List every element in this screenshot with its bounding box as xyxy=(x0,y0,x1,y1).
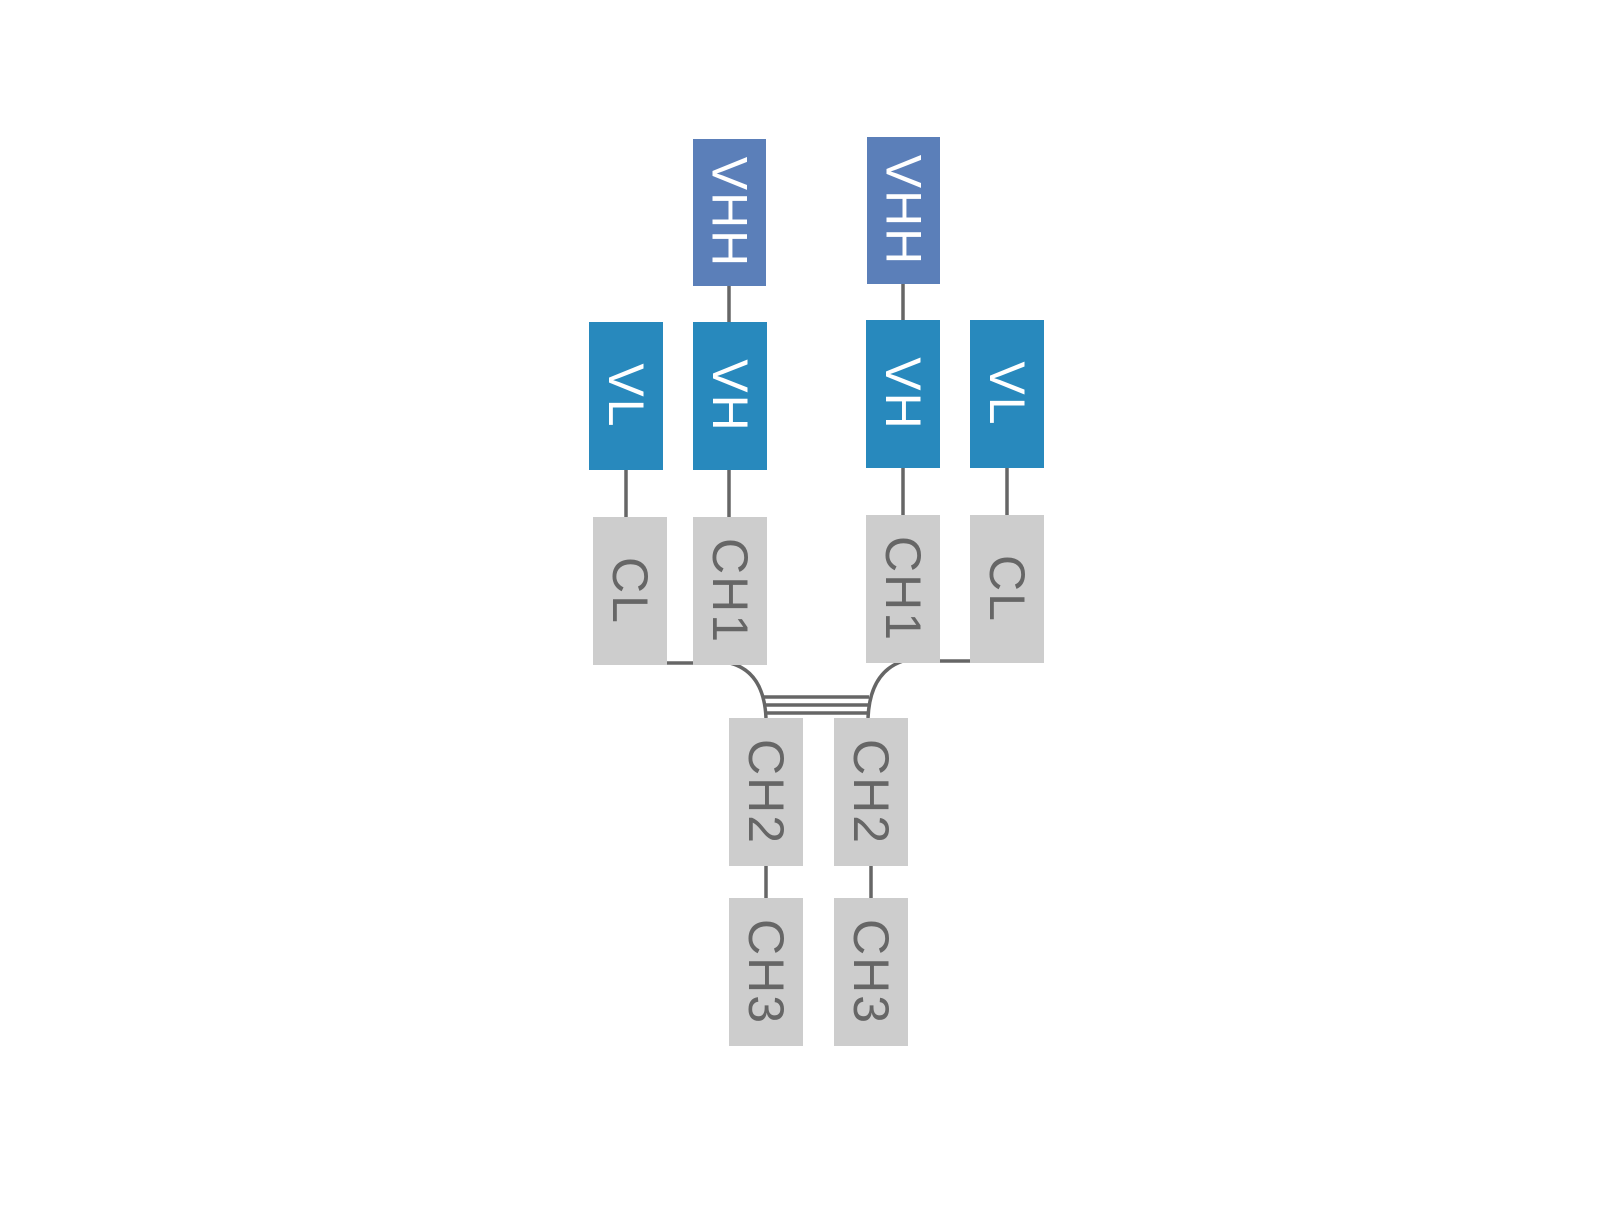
left-ch1-domain: CH1 xyxy=(693,517,767,665)
right-ch3-domain: CH3 xyxy=(834,898,908,1046)
left-cl-domain: CL xyxy=(593,517,667,665)
left-vl-label: VL xyxy=(598,363,654,428)
hinge-right-curve xyxy=(866,659,904,719)
right-vh-label: VH xyxy=(875,357,931,430)
right-vhh-label: VHH xyxy=(876,155,932,267)
right-cl-domain: CL xyxy=(970,515,1044,663)
left-vhh-label: VHH xyxy=(702,157,758,269)
left-ch2-domain: CH2 xyxy=(729,718,803,866)
hinge-left-curve xyxy=(729,661,768,719)
right-ch1-label: CH1 xyxy=(875,536,931,642)
left-ch2-label: CH2 xyxy=(738,739,794,845)
left-vh-label: VH xyxy=(702,359,758,432)
left-vh-domain: VH xyxy=(693,322,767,470)
connector-lines xyxy=(624,284,1009,898)
right-ch3-label: CH3 xyxy=(843,919,899,1025)
left-ch3-domain: CH3 xyxy=(729,898,803,1046)
right-cl-label: CL xyxy=(979,555,1035,623)
right-vl-label: VL xyxy=(979,361,1035,426)
domain-boxes: VHH VL VH CL CH1 CH2 CH3 VHH xyxy=(589,137,1044,1046)
right-ch1-domain: CH1 xyxy=(866,515,940,663)
right-vhh-domain: VHH xyxy=(867,137,940,284)
right-ch2-label: CH2 xyxy=(843,739,899,845)
right-ch2-domain: CH2 xyxy=(834,718,908,866)
left-vhh-domain: VHH xyxy=(693,139,766,286)
left-ch1-label: CH1 xyxy=(702,538,758,644)
left-vl-domain: VL xyxy=(589,322,663,470)
right-vl-domain: VL xyxy=(970,320,1044,468)
right-vh-domain: VH xyxy=(866,320,940,468)
left-ch3-label: CH3 xyxy=(738,919,794,1025)
left-cl-label: CL xyxy=(602,557,658,625)
